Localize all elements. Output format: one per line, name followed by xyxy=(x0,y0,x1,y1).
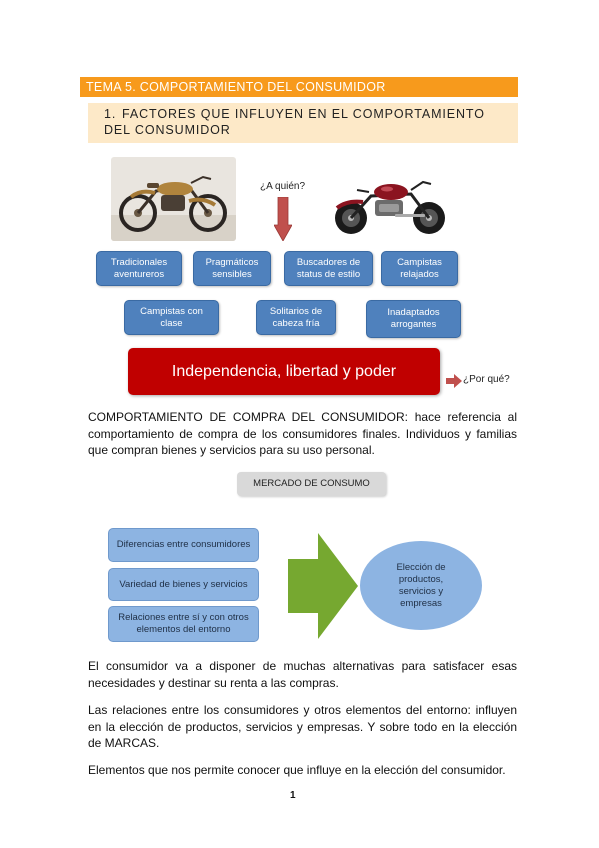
green-right-arrow-icon xyxy=(288,533,358,639)
section-heading-bar: 1.FACTORES QUE INFLUYEN EN EL COMPORTAMI… xyxy=(88,103,518,143)
factor-label: Relaciones entre sí y con otros elemento… xyxy=(118,612,249,635)
result-label: Elección de productos, servicios y empre… xyxy=(396,561,446,609)
factor-box: Diferencias entre consumidores xyxy=(108,528,259,562)
section-title: FACTORES QUE INFLUYEN EN EL COMPORTAMIEN… xyxy=(104,107,485,137)
paragraph: Las relaciones entre los consumidores y … xyxy=(88,703,517,750)
main-value-box: Independencia, libertad y poder xyxy=(128,348,440,395)
down-arrow-icon xyxy=(274,197,292,241)
segment-label: Buscadores de status de estilo xyxy=(296,256,361,280)
chapter-title: TEMA 5. COMPORTAMIENTO DEL CONSUMIDOR xyxy=(86,80,386,94)
segment-box: Solitarios de cabeza fría xyxy=(256,300,336,335)
segment-box: Buscadores de status de estilo xyxy=(284,251,373,286)
segment-box: Pragmáticos sensibles xyxy=(193,251,271,286)
chapter-title-bar: TEMA 5. COMPORTAMIENTO DEL CONSUMIDOR xyxy=(80,77,518,97)
factor-box: Relaciones entre sí y con otros elemento… xyxy=(108,606,259,642)
page-number: 1 xyxy=(290,790,296,801)
factor-label: Diferencias entre consumidores xyxy=(116,539,251,550)
paragraph: El consumidor va a disponer de muchas al… xyxy=(88,659,517,690)
result-ellipse: Elección de productos, servicios y empre… xyxy=(360,541,482,630)
segment-label: Campistas relajados xyxy=(397,256,442,280)
segment-box: Inadaptados arrogantes xyxy=(366,300,461,338)
segment-box: Campistas con clase xyxy=(124,300,219,335)
question-who: ¿A quién? xyxy=(260,181,306,192)
section-number: 1. xyxy=(104,107,117,121)
question-why: ¿Por qué? xyxy=(463,374,510,385)
factor-box: Variedad de bienes y servicios xyxy=(108,568,259,601)
modern-motorcycle-image xyxy=(327,170,452,240)
segment-label: Tradicionales aventureros xyxy=(110,256,168,280)
segment-label: Campistas con clase xyxy=(140,305,203,329)
segment-box: Campistas relajados xyxy=(381,251,458,286)
segment-label: Inadaptados arrogantes xyxy=(387,307,440,330)
paragraph: Elementos que nos permite conocer que in… xyxy=(88,763,506,777)
main-value-label: Independencia, libertad y poder xyxy=(171,362,397,380)
paragraph: COMPORTAMIENTO DE COMPRA DEL CONSUMIDOR:… xyxy=(88,410,517,457)
segment-box: Tradicionales aventureros xyxy=(96,251,182,286)
market-title: MERCADO DE CONSUMO xyxy=(253,478,370,489)
right-arrow-icon xyxy=(446,374,462,388)
segment-label: Solitarios de cabeza fría xyxy=(269,305,323,329)
market-title-box: MERCADO DE CONSUMO xyxy=(237,472,386,496)
vintage-motorcycle-image xyxy=(111,157,236,241)
segment-label: Pragmáticos sensibles xyxy=(205,256,259,280)
factor-label: Variedad de bienes y servicios xyxy=(119,578,248,590)
